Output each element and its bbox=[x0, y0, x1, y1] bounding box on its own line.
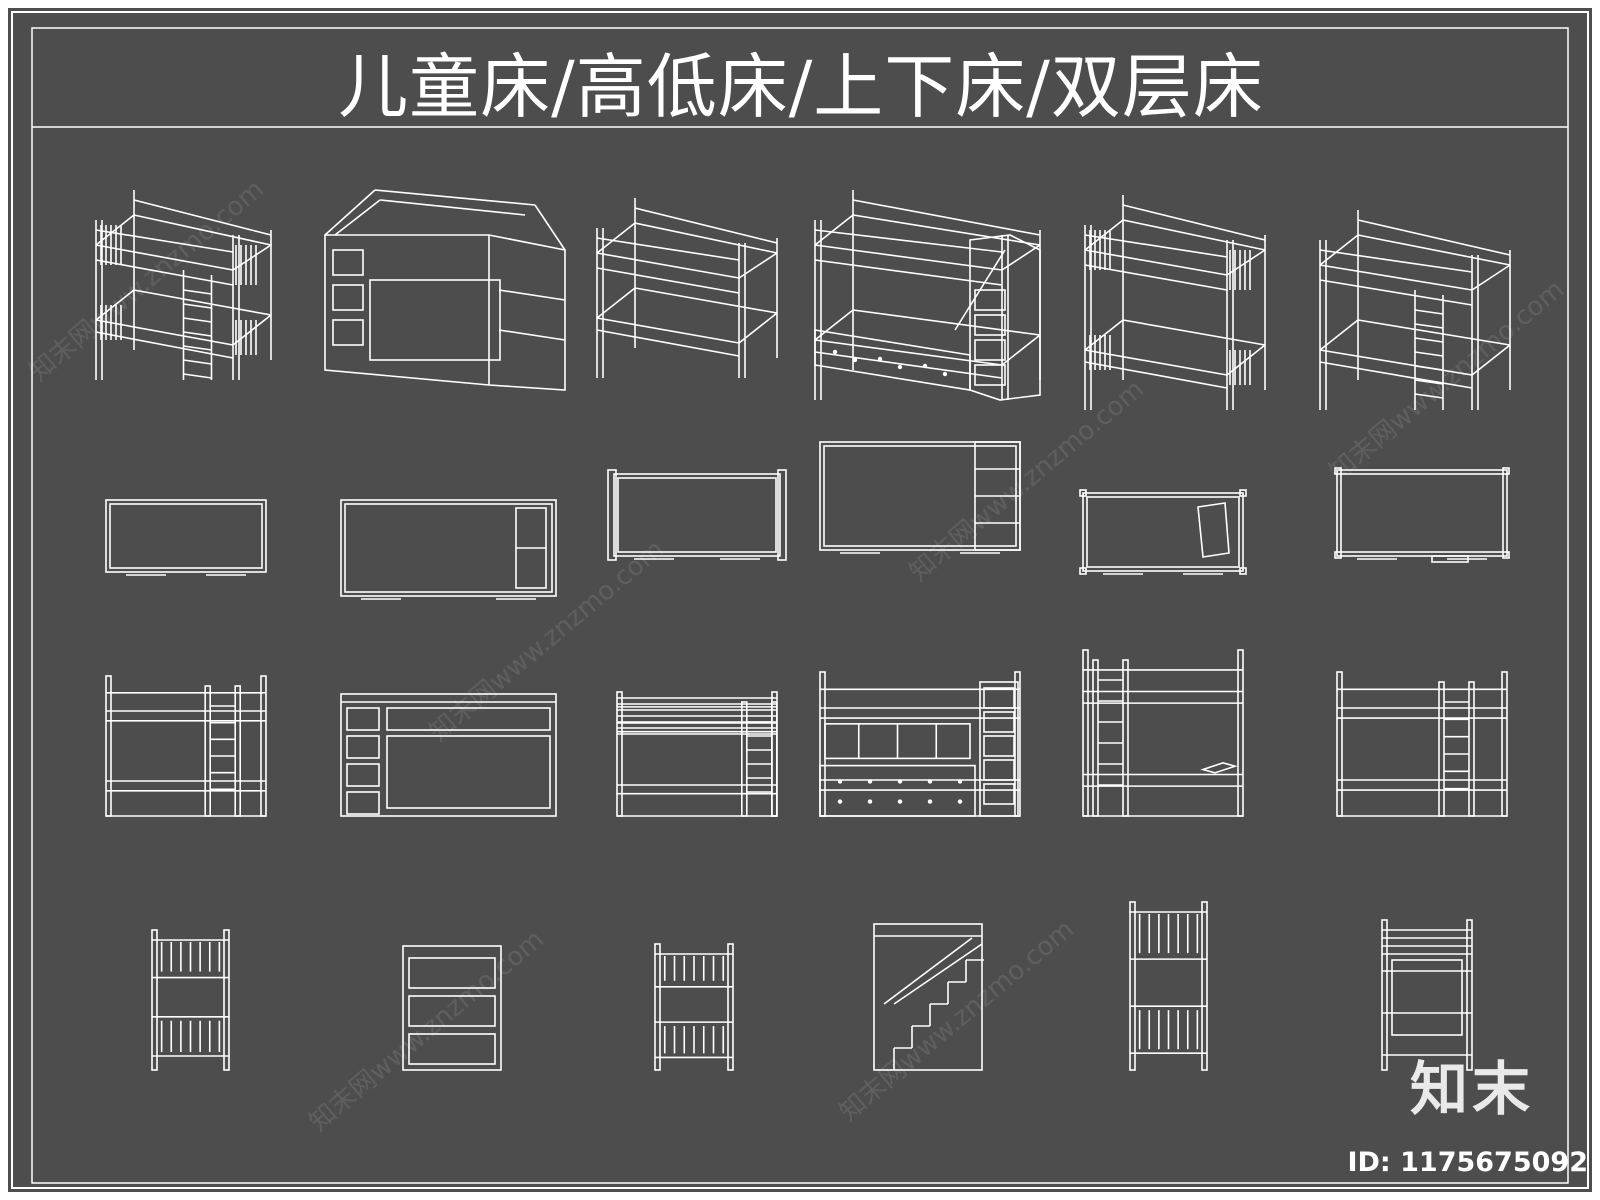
isometric-view-6 bbox=[1319, 210, 1511, 410]
top-view-4 bbox=[819, 441, 1021, 554]
side-view-1 bbox=[151, 929, 230, 1071]
isometric-view-4 bbox=[814, 190, 1041, 401]
side-view-3 bbox=[654, 943, 734, 1071]
side-view-2 bbox=[402, 945, 502, 1071]
side-view-4 bbox=[873, 923, 984, 1071]
bed-drawings bbox=[95, 189, 1511, 1071]
brand-logo: 知末 bbox=[1409, 1055, 1534, 1123]
top-view-2 bbox=[340, 499, 557, 600]
top-view-5 bbox=[1079, 489, 1247, 575]
front-view-5 bbox=[1082, 649, 1244, 817]
outer-border bbox=[11, 11, 1589, 1189]
front-view-3 bbox=[616, 691, 778, 817]
top-view-6 bbox=[1334, 467, 1510, 563]
front-view-2 bbox=[340, 693, 557, 817]
side-view-5 bbox=[1129, 901, 1208, 1071]
front-view-4 bbox=[819, 671, 1021, 817]
drawing-id: ID: 1175675092 bbox=[1347, 1147, 1588, 1178]
sheet-background bbox=[8, 8, 1592, 1192]
side-view-6 bbox=[1381, 919, 1473, 1071]
front-view-1 bbox=[105, 675, 267, 817]
isometric-view-2 bbox=[324, 189, 566, 391]
page-title: 儿童床/高低床/上下床/双层床 bbox=[338, 45, 1264, 128]
front-view-6 bbox=[1336, 671, 1508, 817]
isometric-view-1 bbox=[95, 190, 272, 380]
top-view-1 bbox=[105, 499, 267, 576]
top-view-3 bbox=[607, 469, 787, 561]
inner-border bbox=[31, 27, 1569, 1184]
isometric-view-3 bbox=[596, 198, 778, 378]
isometric-view-5 bbox=[1084, 195, 1266, 410]
